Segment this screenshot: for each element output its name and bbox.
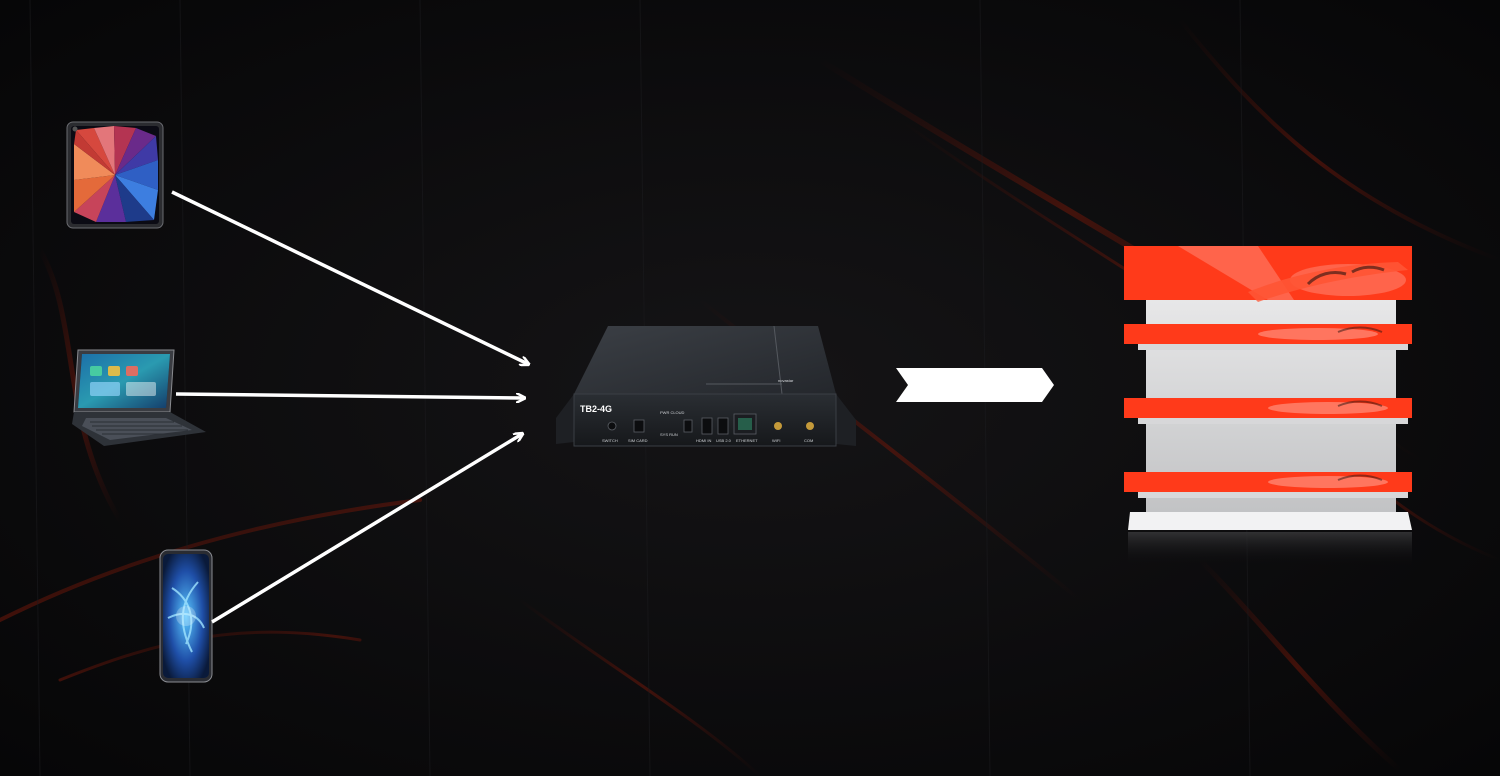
port-label-5: USB 2.0 xyxy=(716,438,732,443)
arrow-from-tablet-keyboard xyxy=(175,392,524,398)
tablet-icon xyxy=(66,121,164,229)
port-label-4: HDMI IN xyxy=(696,438,711,443)
port-label-7: WIFI xyxy=(772,438,780,443)
port-label-0: SWITCH xyxy=(602,438,618,443)
controller-model-label: TB2-4G xyxy=(580,404,612,414)
port-label-3: SYS RUN xyxy=(660,432,678,437)
controller-box: TB2-4G SWITCH SIM CARD PWR CLOUD SYS RUN… xyxy=(556,325,856,447)
port-label-8: COM xyxy=(804,438,813,443)
chevron-arrow-icon xyxy=(896,368,1054,402)
port-label-1: SIM CARD xyxy=(628,438,648,443)
tablet-keyboard-icon xyxy=(72,349,206,446)
phone-icon xyxy=(159,549,213,683)
shelf-led-display-icon xyxy=(1124,246,1412,566)
port-label-6: ETHERNET xyxy=(736,438,758,443)
arrow-from-tablet xyxy=(171,190,528,364)
arrow-from-phone xyxy=(211,434,522,624)
controller-brand-label: novastar xyxy=(778,378,794,383)
port-label-2: PWR CLOUD xyxy=(660,410,685,415)
